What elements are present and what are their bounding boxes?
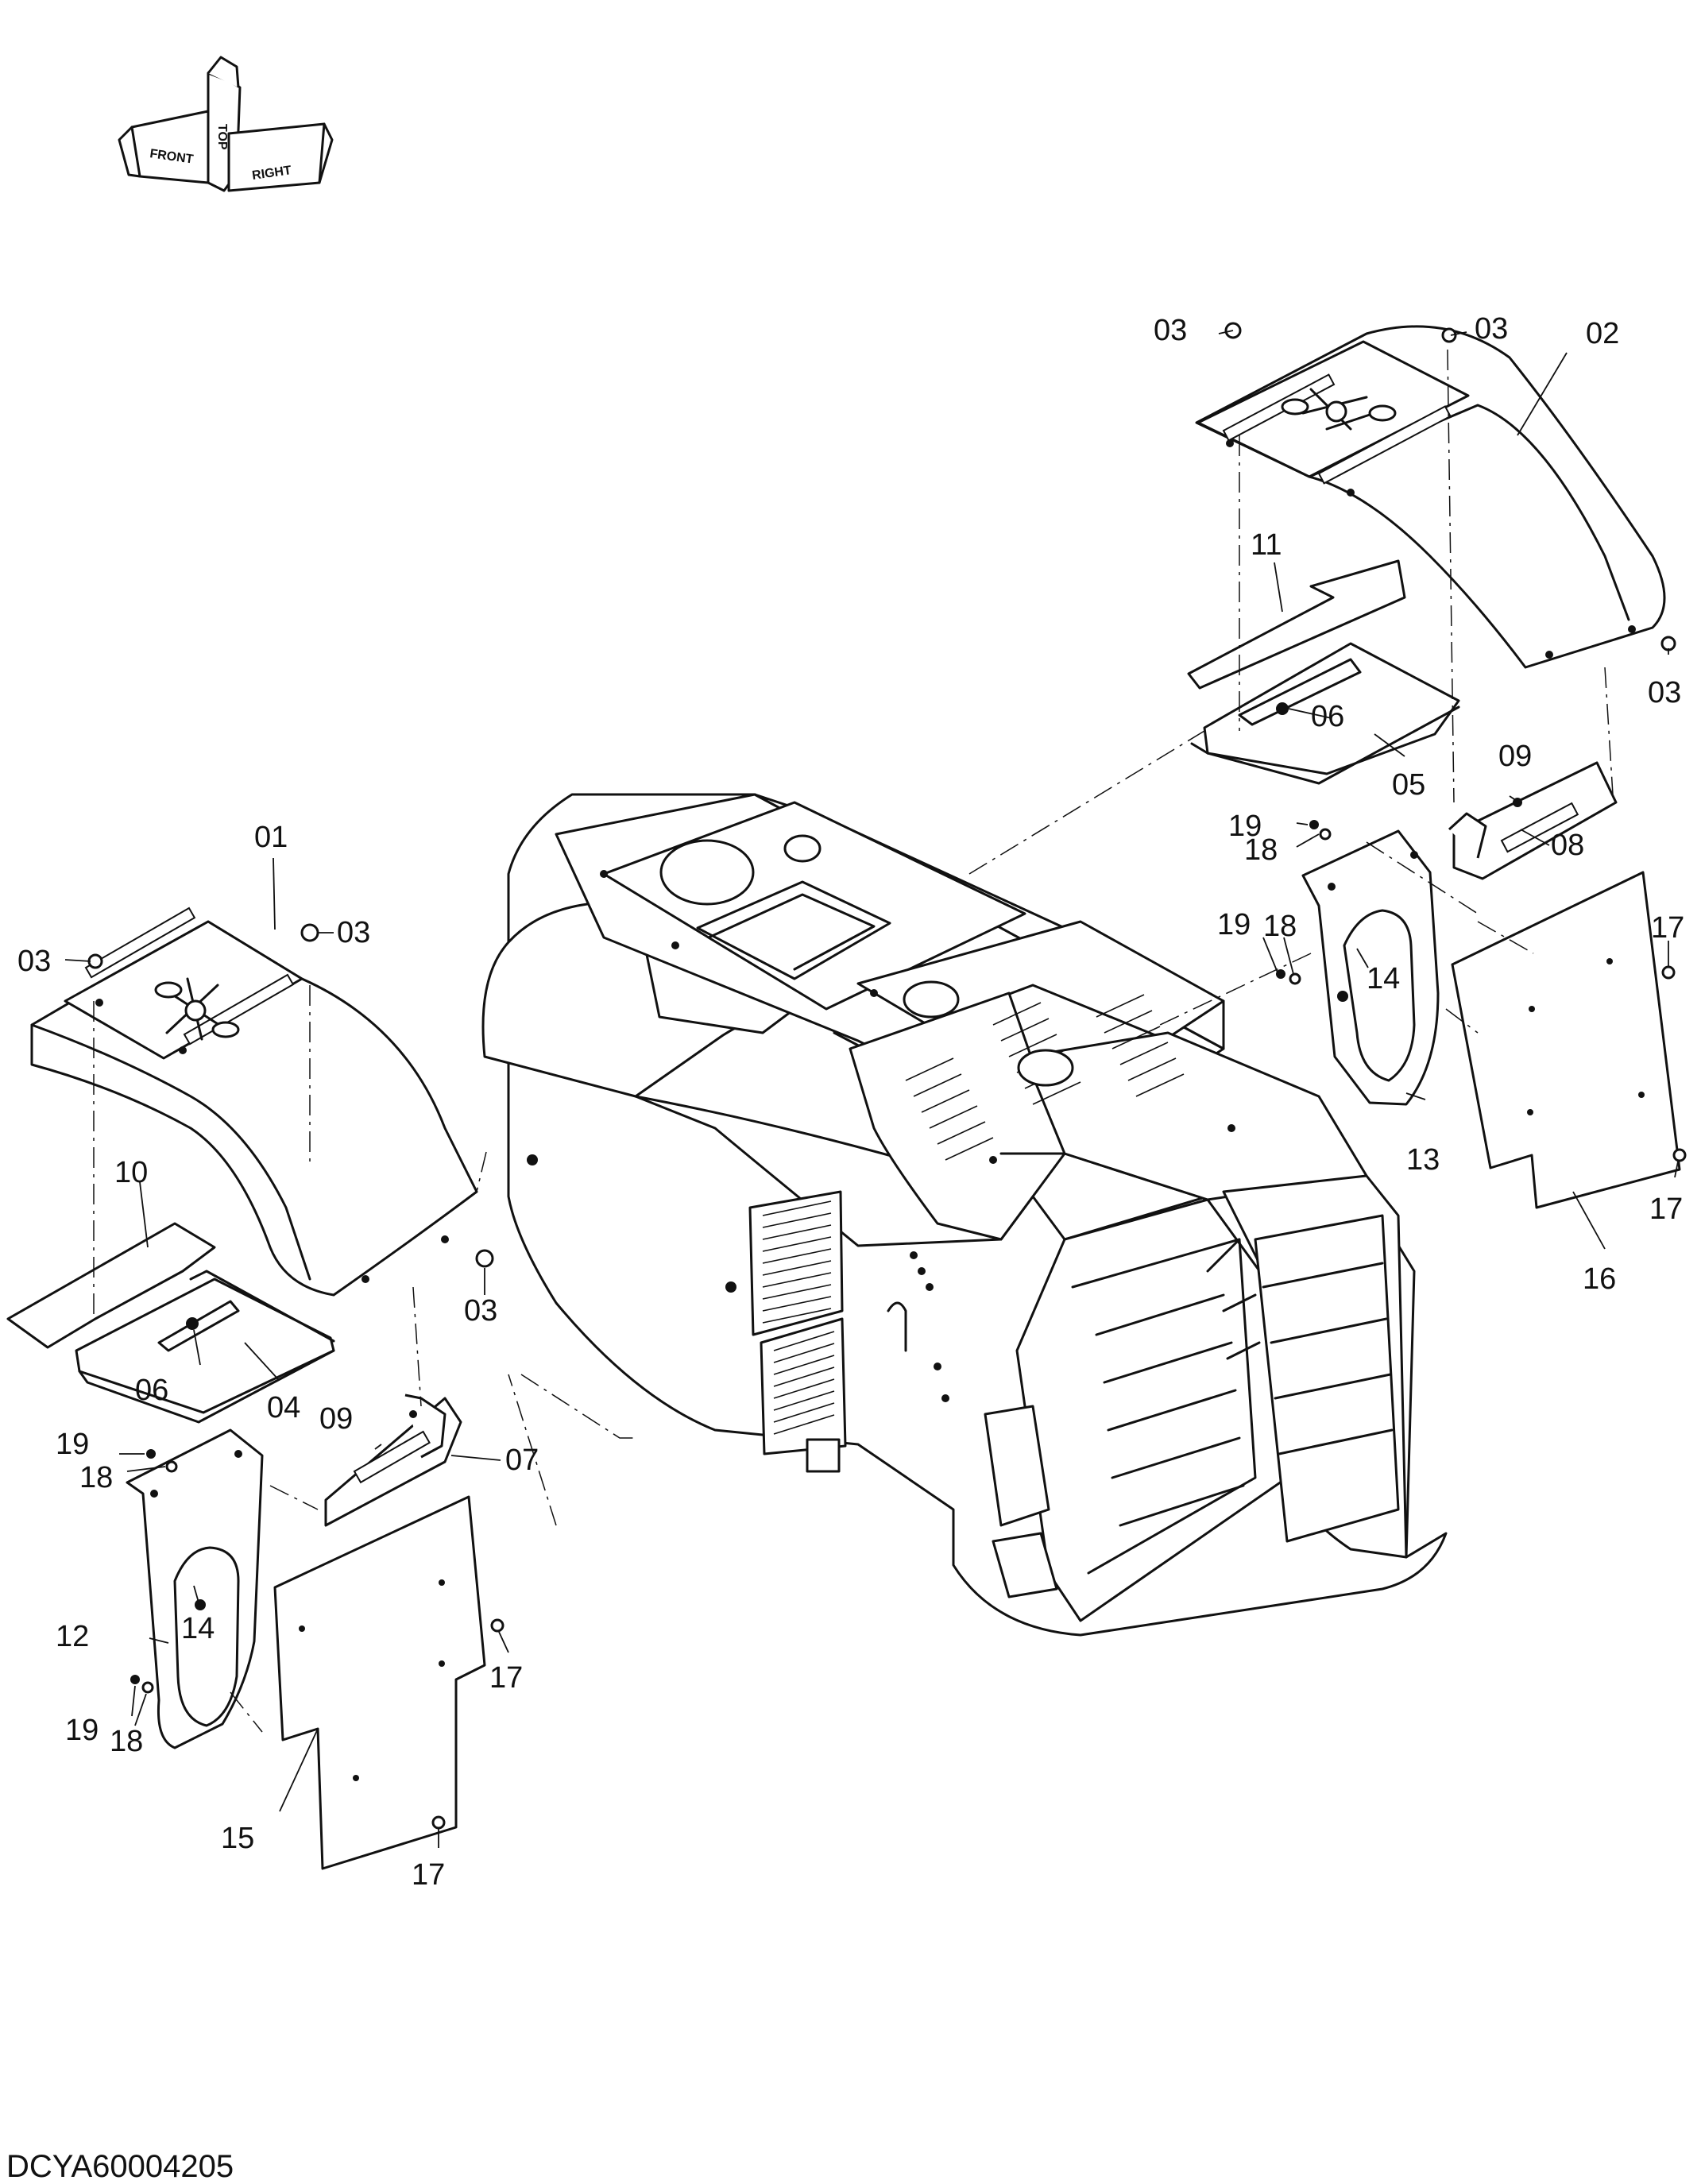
label-19-d: 19 [65, 1714, 99, 1747]
drawing-code: DCYA60004205 [6, 2149, 234, 2184]
label-05: 05 [1392, 768, 1425, 802]
label-19-c: 19 [56, 1428, 89, 1461]
label-03-b: 03 [1475, 312, 1508, 346]
label-14-a: 14 [1367, 962, 1400, 995]
bolt-06-left [186, 1317, 199, 1330]
orientation-indicator: TOP FRONT RIGHT [118, 56, 334, 192]
plate-11 [1187, 559, 1406, 690]
fender-01 [30, 906, 478, 1297]
label-11: 11 [1251, 528, 1282, 562]
label-03-a: 03 [1154, 314, 1187, 347]
label-04: 04 [267, 1391, 300, 1424]
hood-bolt-holes [527, 870, 1235, 1402]
label-03-e: 03 [337, 916, 370, 949]
label-18-a: 18 [1244, 833, 1278, 867]
label-10: 10 [114, 1156, 148, 1189]
label-16: 16 [1583, 1262, 1616, 1296]
orientation-top-label: TOP [215, 124, 229, 150]
fender-02 [1195, 325, 1666, 669]
label-17-d: 17 [412, 1858, 445, 1892]
leader-lines [64, 330, 1679, 1848]
label-08: 08 [1551, 829, 1584, 862]
assembly-lines [93, 349, 1614, 1733]
plate-10 [6, 1222, 216, 1349]
label-01: 01 [254, 821, 288, 854]
label-19-b: 19 [1217, 908, 1251, 941]
label-17-c: 17 [489, 1661, 523, 1695]
label-07: 07 [505, 1444, 539, 1477]
engine-hood-assembly [481, 793, 1448, 1637]
part-labels: 01 02 03 03 03 03 03 03 04 05 06 06 07 0… [17, 312, 1684, 1892]
label-06-b: 06 [135, 1374, 168, 1407]
mudflap-15 [273, 1495, 505, 1870]
side-panel-13 [1301, 829, 1440, 1106]
bracket-05 [1190, 642, 1460, 785]
label-09-a: 09 [1498, 740, 1532, 773]
label-02: 02 [1586, 317, 1619, 350]
label-03-c: 03 [1648, 676, 1681, 709]
label-15: 15 [221, 1822, 254, 1855]
label-03-f: 03 [464, 1294, 497, 1328]
hinge-07 [324, 1394, 462, 1527]
label-14-b: 14 [181, 1612, 215, 1645]
label-18-c: 18 [79, 1461, 113, 1494]
mudflap-16 [1451, 871, 1687, 1209]
label-03-d: 03 [17, 945, 51, 978]
label-18-b: 18 [1263, 910, 1297, 943]
fasteners [87, 322, 1676, 1694]
label-09-b: 09 [319, 1402, 353, 1436]
label-18-d: 18 [110, 1725, 143, 1758]
label-19-a: 19 [1228, 810, 1262, 843]
label-13: 13 [1406, 1143, 1440, 1177]
label-17-a: 17 [1651, 911, 1684, 945]
label-17-b: 17 [1649, 1193, 1683, 1226]
bolt-06-right [1276, 702, 1289, 715]
label-06-a: 06 [1311, 700, 1344, 733]
orientation-right-label: RIGHT [251, 164, 292, 183]
bracket-04 [75, 1270, 335, 1424]
hinge-08 [1448, 761, 1618, 880]
label-12: 12 [56, 1620, 89, 1653]
